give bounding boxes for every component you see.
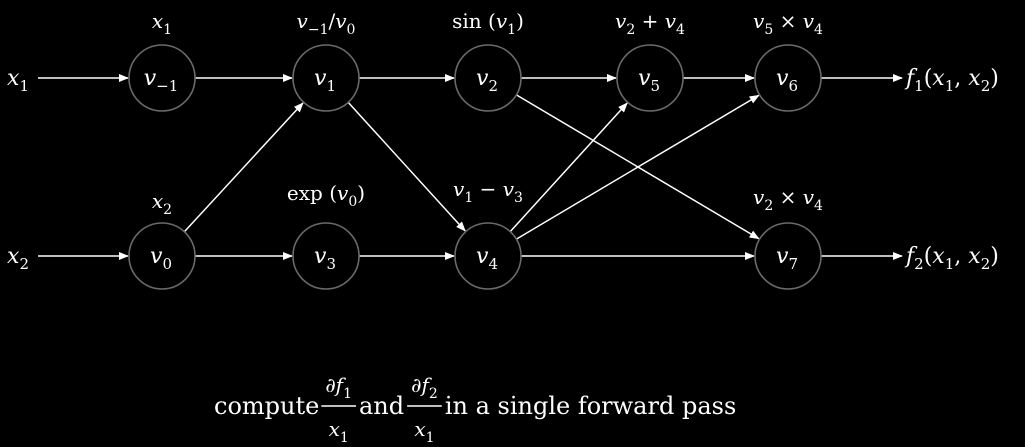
node-circle — [292, 222, 360, 290]
node-circle — [128, 44, 196, 112]
node-v4: v4​ — [454, 222, 522, 290]
node-label-v7: v2 × v4​ — [753, 185, 823, 214]
edge-v4-to-v6 — [515, 94, 760, 240]
node-v0: v0​ — [128, 222, 196, 290]
node-label-v5: v2 + v4​ — [615, 9, 685, 38]
node-label-v4: v1 − v3​ — [453, 177, 523, 206]
node-v6: v6​ — [754, 44, 822, 112]
node-label-v0: x2​ — [152, 189, 172, 218]
input-label: x2​ — [7, 244, 29, 273]
fraction-1-numerator: ∂f1​ — [325, 373, 352, 402]
node-name: v7​ — [776, 244, 798, 273]
fraction-1-denominator: x1​ — [329, 417, 349, 446]
node-name: v−1​ — [144, 66, 179, 95]
node-label-v6: v5 × v4​ — [753, 9, 823, 38]
node-v1: v1​ — [292, 44, 360, 112]
edge-v4-to-v5 — [509, 102, 628, 233]
node-circle — [754, 44, 822, 112]
output-label: f1(x1, x2) — [904, 66, 999, 95]
node-circle — [128, 222, 196, 290]
node-v7: v7​ — [754, 222, 822, 290]
node-name: v5​ — [638, 66, 660, 95]
input-output-labels: x1​ x2​ f1(x1, x2) f2(x1, x2) — [7, 66, 999, 273]
node-name: v4​ — [476, 244, 498, 273]
edge-v1-to-v4 — [347, 101, 466, 232]
node-name: v2​ — [476, 66, 498, 95]
node-labels: x1​ x2​ v−1/v0​ sin (v1) exp (v0) v1 − v3​ v2 … — [152, 9, 823, 218]
edges — [38, 74, 903, 260]
node-label-v1: v−1/v0​ — [297, 9, 356, 38]
node-v2: v2​ — [454, 44, 522, 112]
node-circle — [754, 222, 822, 290]
output-label: f2(x1, x2) — [904, 244, 999, 273]
node-v3: v3​ — [292, 222, 360, 290]
node-circle — [292, 44, 360, 112]
nodes: v−1​ v0​ v1​ v2​ v3​ v4​ v5​ v6​ v7​ — [128, 44, 822, 290]
node-circle — [616, 44, 684, 112]
node-name: v1​ — [314, 66, 336, 95]
node-label-v3: exp (v0) — [287, 181, 365, 210]
node-circle — [454, 44, 522, 112]
node-name: v3​ — [314, 244, 336, 273]
node-vm1: v−1​ — [128, 44, 196, 112]
fraction-2-numerator: ∂f2​ — [411, 373, 438, 402]
node-v5: v5​ — [616, 44, 684, 112]
edge-v0-to-v1 — [183, 102, 304, 233]
caption-and: and — [359, 392, 404, 420]
node-label-vm1: x1​ — [152, 9, 172, 38]
caption-prefix: compute — [214, 392, 319, 420]
node-label-v2: sin (v1) — [452, 9, 524, 38]
node-name: v0​ — [150, 244, 172, 273]
caption: compute ∂f1​ x1​ and ∂f2​ x1​ in a single … — [214, 373, 736, 446]
fraction-2-denominator: x1​ — [414, 417, 434, 446]
caption-suffix: in a single forward pass — [445, 392, 736, 420]
input-label: x1​ — [7, 66, 29, 95]
node-name: v6​ — [776, 66, 798, 95]
node-circle — [454, 222, 522, 290]
